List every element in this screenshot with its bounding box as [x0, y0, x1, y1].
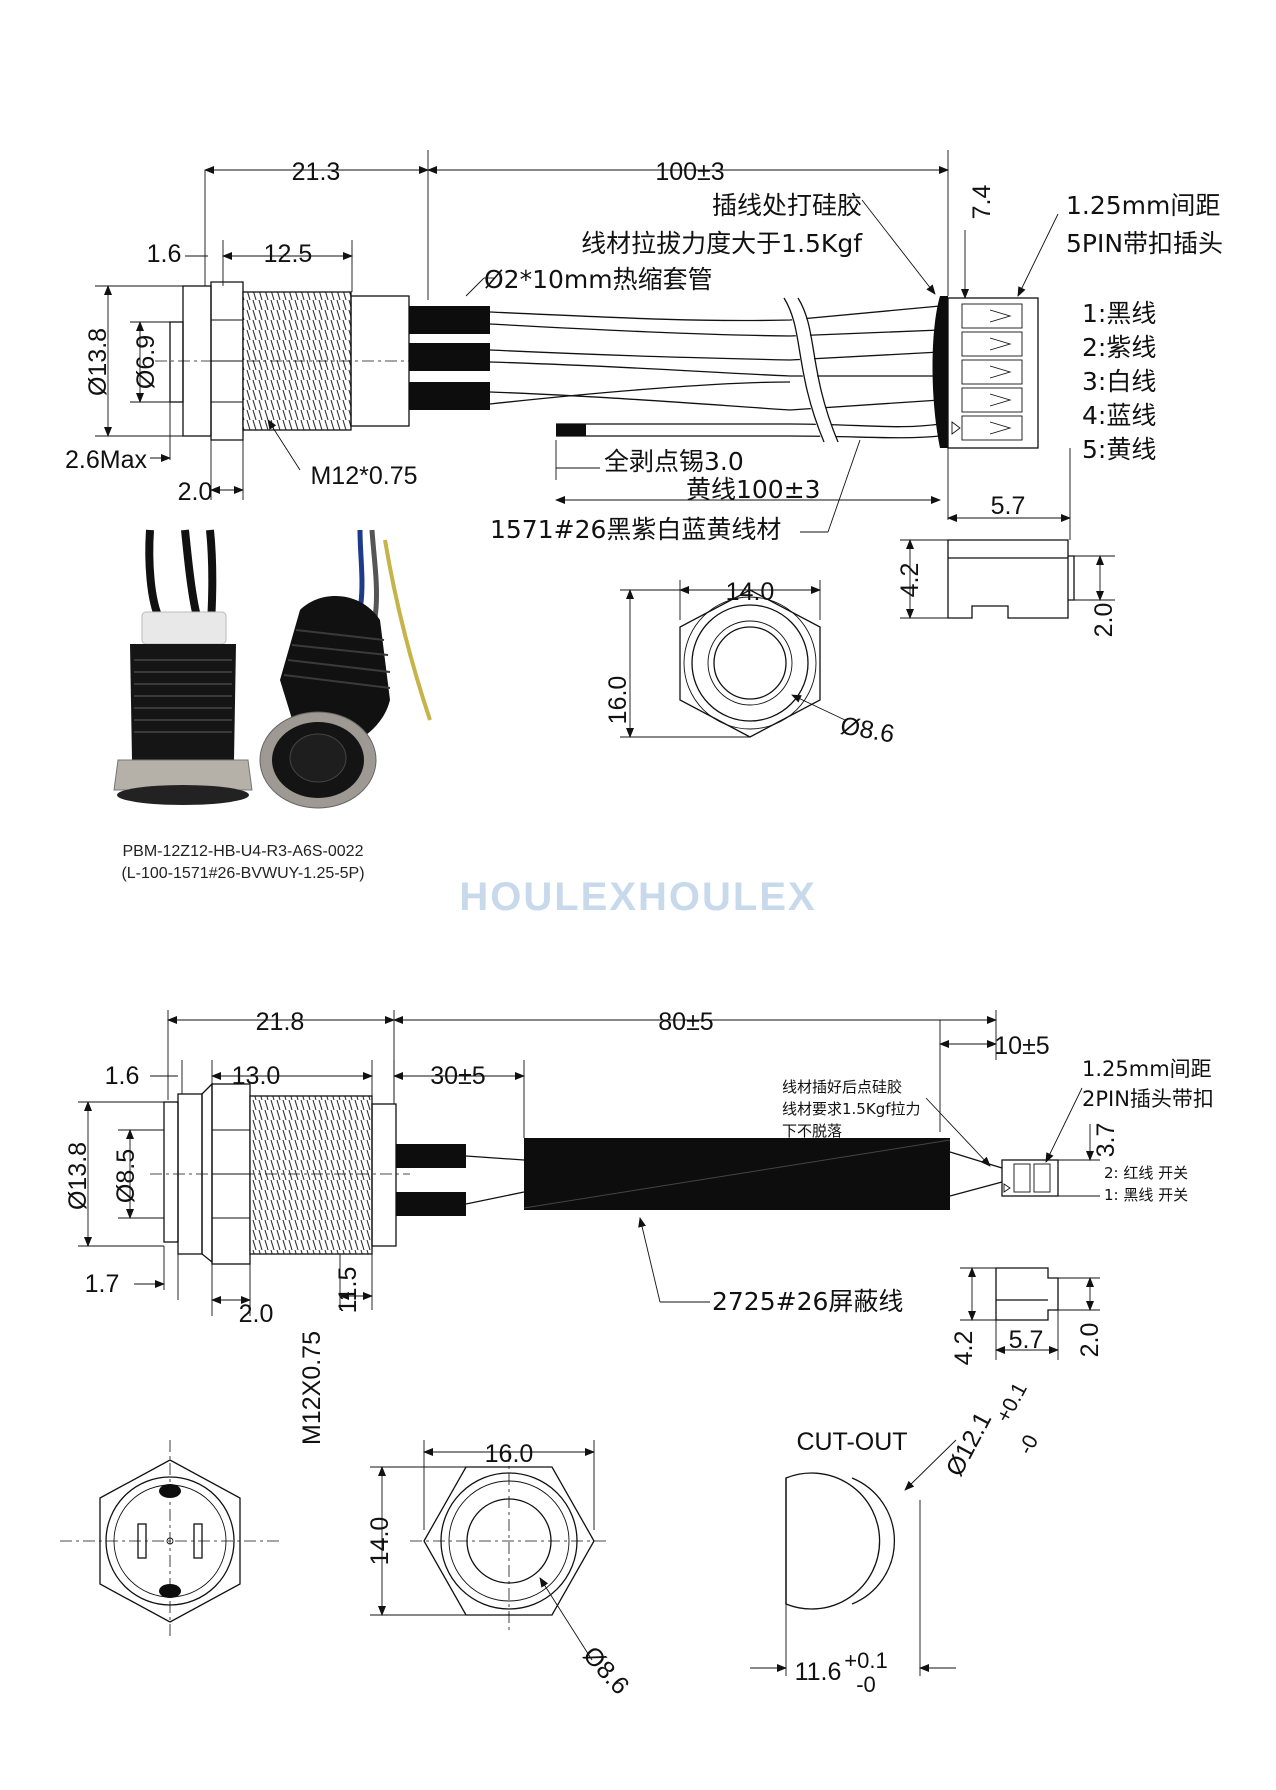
- bottom-dimension-lines: [78, 1010, 1100, 1316]
- dim-outer-dia: Ø13.8: [84, 328, 112, 396]
- b-dim-overall-length: 21.8: [256, 1008, 305, 1036]
- b-note-shield-cable: 2725#26屏蔽线: [712, 1287, 903, 1316]
- b-note-silicone-1: 线材插好后点硅胶: [782, 1078, 902, 1096]
- b-pin-label-1: 1: 黑线 开关: [1104, 1186, 1188, 1204]
- note-heat-shrink: Ø2*10mm热缩套管: [484, 265, 713, 294]
- dim-head-thickness: 1.6: [147, 240, 182, 268]
- b-dim-head-gap: 1.7: [85, 1270, 120, 1298]
- bottom-back-view: [60, 1440, 280, 1640]
- b-dim-connector-side-b: 2.0: [1076, 1323, 1104, 1358]
- heat-shrink-2: [433, 343, 490, 371]
- cutout-flat-tol-plus: +0.1: [844, 1648, 887, 1673]
- dim-connector-length: 5.7: [991, 492, 1026, 520]
- top-labels: 21.3 100±3 1.6 12.5 Ø13.8 Ø6.9 2.6Max 2.…: [65, 158, 1223, 749]
- dim-connector-side-b: 2.0: [1090, 603, 1118, 638]
- b-pin-label-2: 2: 红线 开关: [1104, 1164, 1188, 1182]
- cutout-title: CUT-OUT: [796, 1428, 907, 1456]
- connector-boot: [932, 296, 948, 448]
- watermark: HOULEXHOULEX: [459, 875, 816, 919]
- top-wires: [489, 305, 941, 439]
- dim-hex-height: 16.0: [604, 676, 632, 725]
- note-silicone: 插线处打硅胶: [712, 191, 862, 220]
- bottom-thread: [249, 1095, 373, 1255]
- b-note-silicone-3: 下不脱落: [782, 1122, 842, 1140]
- cutout-shape: [785, 1472, 896, 1610]
- b-dim-end-length: 10±5: [994, 1032, 1049, 1060]
- b-dim-connector-height: 3.7: [1092, 1123, 1120, 1158]
- b-dim-head-thickness: 1.6: [105, 1062, 140, 1090]
- dim-connector-side-a: 4.2: [896, 563, 924, 598]
- note-connector-type: 5PIN带扣插头: [1066, 229, 1223, 258]
- dim-cable-length: 100±3: [655, 158, 724, 186]
- dim-thread-spec: M12*0.75: [310, 462, 417, 490]
- cutout-dia-tol-minus: -0: [1014, 1431, 1043, 1458]
- top-dimension-lines: [95, 150, 1071, 540]
- b-dim-nut-width: 2.0: [239, 1300, 274, 1328]
- note-wire-spec: 1571#26黑紫白蓝黄线材: [490, 515, 781, 544]
- note-strip-tin: 全剥点锡3.0: [604, 447, 744, 476]
- b-dim-thread-spec: M12X0.75: [298, 1331, 326, 1445]
- bottom-hex-front: [410, 1450, 610, 1630]
- dim-inner-dia: Ø6.9: [132, 335, 160, 389]
- note-yellow-wire: 黄线100±3: [686, 475, 821, 504]
- pin-label-1: 1:黑线: [1082, 299, 1156, 328]
- b-dim-thread-length: 13.0: [232, 1062, 281, 1090]
- dim-head-max: 2.6Max: [65, 446, 147, 474]
- bottom-button-cap: [163, 1101, 179, 1243]
- dim-hex-width: 14.0: [726, 578, 775, 606]
- b-dim-hex-height: 14.0: [366, 1517, 394, 1566]
- note-pitch: 1.25mm间距: [1066, 191, 1220, 220]
- dim-overall-length: 21.3: [292, 158, 341, 186]
- dim-button-dia: Ø8.6: [838, 712, 896, 749]
- b-dim-cable-length: 80±5: [658, 1008, 713, 1036]
- photo-caption-2: (L-100-1571#26-BVWUY-1.25-5P): [121, 865, 364, 882]
- photo-caption-1: PBM-12Z12-HB-U4-R3-A6S-0022: [123, 843, 364, 860]
- cutout-dia: Ø12.1: [941, 1408, 998, 1481]
- heat-shrink-3: [433, 382, 490, 410]
- b-dim-hex-width: 16.0: [485, 1440, 534, 1468]
- top-connector: [947, 297, 1039, 449]
- b-dim-outer-dia: Ø13.8: [64, 1142, 92, 1210]
- pin-label-2: 2:紫线: [1082, 333, 1156, 362]
- dim-connector-height: 7.4: [968, 185, 996, 220]
- bottom-labels: 21.8 80±5 10±5 1.6 13.0 30±5 Ø13.8 Ø8.5 …: [64, 1008, 1214, 1700]
- product-photo: [113, 529, 432, 809]
- note-pull-force: 线材拉拔力度大于1.5Kgf: [581, 229, 863, 258]
- top-button-cap: [169, 321, 184, 403]
- b-note-silicone-2: 线材要求1.5Kgf拉力: [782, 1100, 921, 1118]
- pin-label-4: 4:蓝线: [1082, 401, 1156, 430]
- b-dim-inner-dia: Ø8.5: [112, 1149, 140, 1203]
- heat-shrink-1: [433, 306, 490, 334]
- dim-nut-width: 2.0: [178, 478, 213, 506]
- top-connector-side: [947, 539, 1075, 619]
- bottom-connector: [1001, 1159, 1059, 1197]
- b-dim-connector-side-a: 4.2: [950, 1331, 978, 1366]
- top-hex-front: [679, 589, 821, 738]
- b-dim-thread-dim: 11.5: [334, 1267, 362, 1314]
- pin-label-3: 3:白线: [1082, 367, 1156, 396]
- b-dim-connector-length: 5.7: [1009, 1326, 1044, 1354]
- bottom-body-rear: [371, 1103, 397, 1247]
- cutout-flat: 11.6: [795, 1658, 842, 1686]
- cutout-dia-tol-plus: +0.1: [992, 1379, 1032, 1426]
- b-note-connector-type: 2PIN插头带扣: [1082, 1087, 1214, 1111]
- top-side-view: PBM-12Z12-HB-U4-R3-A6S-0022 (L-100-1571#…: [95, 150, 1115, 882]
- bottom-connector-side: [995, 1267, 1059, 1321]
- cutout-flat-tol-minus: -0: [856, 1672, 876, 1697]
- pin-label-5: 5:黄线: [1082, 435, 1156, 464]
- dim-thread-length: 12.5: [264, 240, 313, 268]
- b-dim-sleeve-length: 30±5: [430, 1062, 485, 1090]
- bottom-side-view: [60, 1010, 1100, 1676]
- b-note-pitch: 1.25mm间距: [1082, 1057, 1212, 1081]
